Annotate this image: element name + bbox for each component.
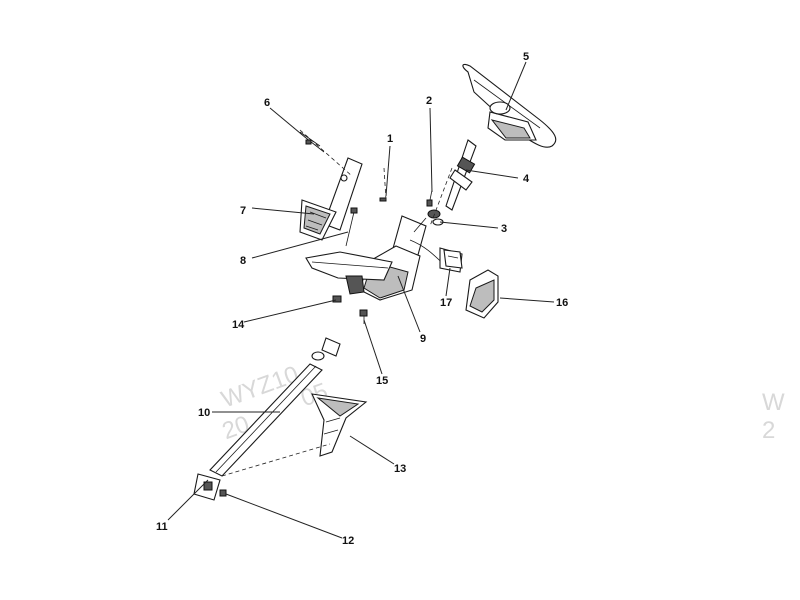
callout-8: 8 (240, 255, 246, 267)
watermark-edge-2: 2 (762, 417, 775, 444)
part-8-bolt (345, 207, 358, 247)
part-16-cover (465, 269, 499, 319)
centerline (299, 129, 353, 177)
part-15-bolt (359, 309, 368, 324)
callout-10: 10 (198, 407, 210, 419)
callout-5: 5 (523, 51, 529, 63)
part-1-key (379, 197, 387, 202)
part-4-upper-shaft (445, 139, 477, 211)
callout-6: 6 (264, 97, 270, 109)
part-7-combination-switch (299, 157, 363, 241)
callout-1: 1 (387, 133, 393, 145)
part-6-screws (299, 131, 325, 153)
part-11-universal-joint (193, 473, 221, 501)
callout-16: 16 (556, 297, 568, 309)
callout-14: 14 (232, 319, 245, 331)
centerline (429, 167, 453, 227)
callout-2: 2 (426, 95, 432, 107)
callout-15: 15 (376, 375, 388, 387)
callout-labels: 1 2 3 4 5 6 7 8 9 10 11 12 13 14 15 16 1… (156, 51, 568, 547)
part-9-steering-column (305, 215, 463, 301)
leader-lines (167, 61, 555, 539)
part-13-boot (311, 393, 368, 457)
callout-12: 12 (342, 535, 354, 547)
part-17-connector (443, 249, 463, 269)
part-2-pin (426, 189, 433, 207)
part-12-nut (219, 489, 227, 497)
part-3-bushing (427, 209, 444, 226)
callout-11: 11 (156, 521, 168, 533)
part-14-nut (332, 295, 342, 303)
callout-4: 4 (523, 173, 530, 185)
centerline (383, 167, 387, 201)
callout-3: 3 (501, 223, 507, 235)
centerline (221, 443, 331, 477)
callout-13: 13 (394, 463, 406, 475)
callout-7: 7 (240, 205, 246, 217)
callout-17: 17 (440, 297, 452, 309)
watermark-edge-1: W (762, 389, 785, 416)
callout-9: 9 (420, 333, 426, 345)
part-5-steering-wheel (462, 63, 557, 148)
